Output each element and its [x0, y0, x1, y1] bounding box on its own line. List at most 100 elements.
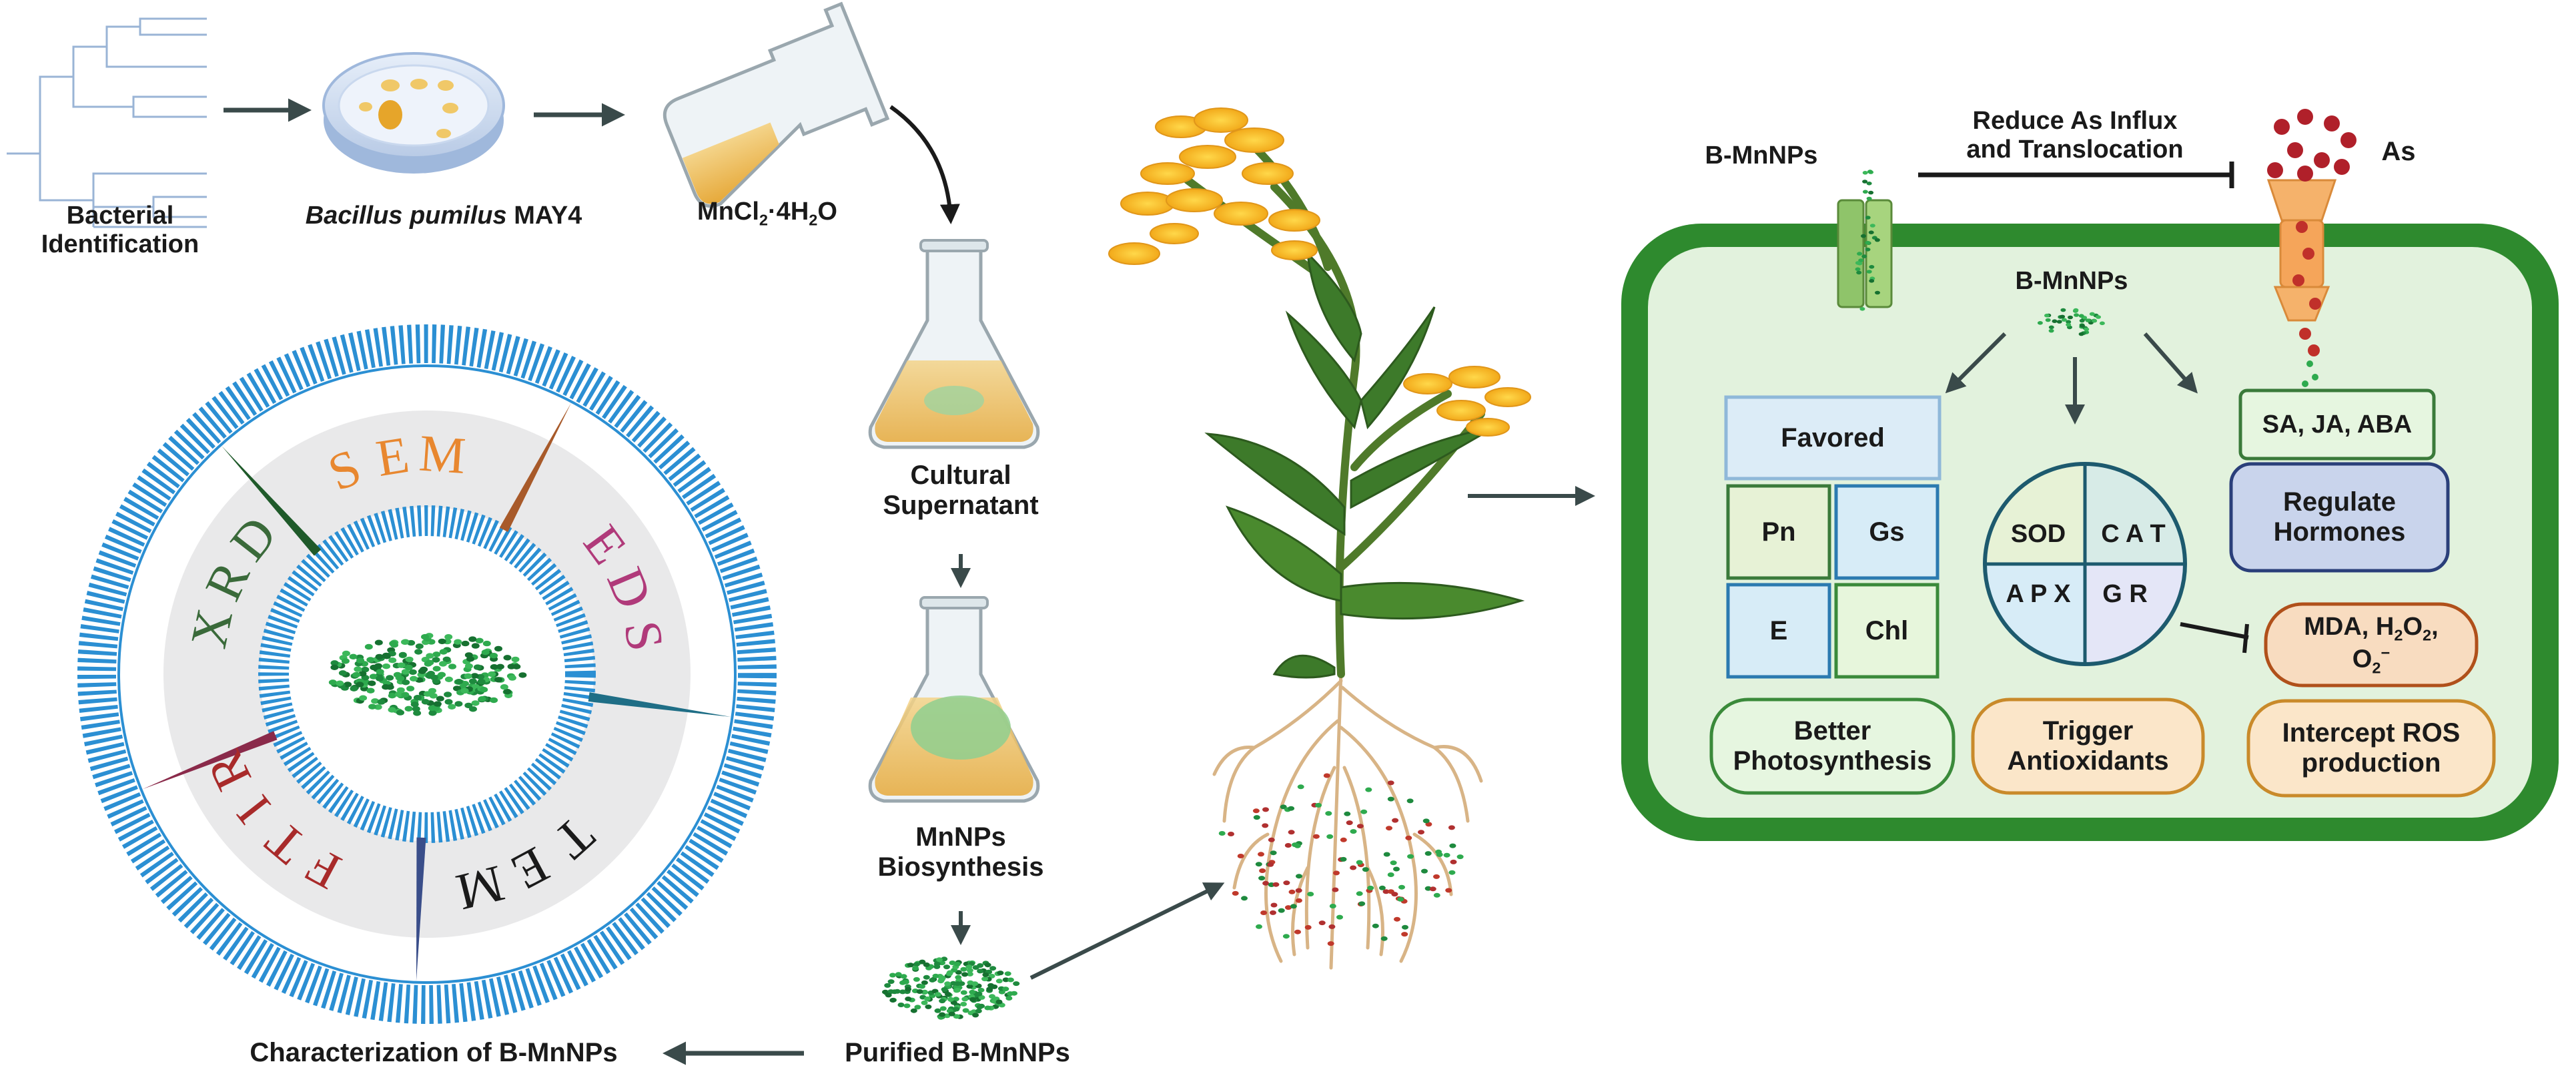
nanoparticle-dot [1252, 808, 1260, 814]
sod-label: SOD [2010, 519, 2066, 548]
nanoparticle-dot [953, 1014, 960, 1019]
nanoparticle-dot [410, 675, 418, 681]
nanoparticle-dot [960, 1001, 967, 1007]
nanoparticle-dot [912, 966, 919, 971]
nanoparticle-dot [494, 645, 502, 652]
nanoparticle-dot [448, 704, 456, 710]
nanoparticle-dot [376, 675, 384, 681]
ring-divider [222, 446, 322, 556]
nanoparticle-dot [933, 961, 941, 967]
nanoparticle-dot [448, 663, 456, 669]
arsenic-particle [2302, 248, 2314, 260]
nanoparticle-dot [1350, 865, 1357, 870]
nanoparticle-dot [910, 1008, 917, 1013]
nanoparticle-dot [1407, 854, 1414, 859]
nanoparticle-dot [1869, 265, 1875, 269]
nanoparticle-dot [1323, 773, 1330, 778]
nanoparticle-dot [2061, 318, 2067, 322]
nanoparticle-dot [1386, 826, 1392, 831]
nanoparticle-dot [490, 697, 498, 704]
nanoparticle-dot [389, 640, 398, 647]
nanoparticle-dot [885, 993, 892, 998]
nanoparticle-dot [428, 705, 436, 712]
nanoparticle-dot [939, 999, 946, 1004]
hormones-box [2238, 388, 2436, 461]
nanoparticle-dot [1398, 884, 1405, 890]
supernatant-flask-icon [868, 239, 1040, 449]
nanoparticle-dot [420, 666, 428, 673]
nanoparticle-dot [490, 653, 498, 659]
nanoparticle-dot [1304, 924, 1312, 930]
chl-label: Chl [1865, 615, 1909, 645]
nanoparticle-dot [995, 979, 1003, 984]
biosynthesis-flask-icon [868, 596, 1040, 803]
nanoparticle-dot [1858, 258, 1864, 262]
nanoparticle-dot [354, 666, 362, 672]
nanoparticle-dot [393, 671, 402, 678]
nanoparticle-dot [356, 681, 364, 688]
inhibition-line [2180, 622, 2249, 639]
ring-letter: M [417, 423, 467, 485]
inner-nanoparticles-icon [2037, 308, 2105, 336]
nanoparticle-dot [480, 687, 488, 693]
nanoparticle-dot [966, 968, 973, 973]
nanoparticle-dot [1402, 924, 1408, 930]
nanoparticle-dot [436, 696, 444, 702]
nanoparticle-dot [948, 1011, 955, 1017]
nanoparticle-dot [954, 988, 961, 993]
nanoparticle-dot [1267, 862, 1274, 867]
nanoparticle-dot [388, 693, 396, 699]
nanoparticle-dot [330, 664, 339, 670]
nanoparticle-dot [412, 706, 420, 712]
arsenic-particle [2274, 119, 2290, 135]
nanoparticle-dot [966, 984, 973, 989]
gs-label: Gs [1869, 517, 1905, 547]
nanoparticle-dot [1307, 892, 1314, 896]
nanoparticle-dot [907, 963, 914, 968]
nanoparticle-dot [2099, 321, 2105, 326]
nanoparticle-dot [371, 698, 380, 704]
nanoparticle-dot [366, 657, 375, 663]
flow-arrow [1029, 882, 1225, 980]
nanoparticle-dot [2089, 312, 2095, 316]
nanoparticle-dot [453, 686, 461, 692]
nanoparticle-dot [386, 684, 394, 690]
nanoparticle-dot [978, 995, 985, 1000]
nanoparticle-dot [1356, 891, 1363, 896]
nanoparticle-dot [1865, 216, 1871, 220]
nanoparticle-dot [401, 639, 409, 645]
nanoparticle-dot [1445, 888, 1452, 893]
nanoparticle-dot [388, 657, 397, 663]
nanoparticle-dot [919, 959, 926, 965]
nanoparticle-dot [464, 652, 473, 658]
nanoparticle-dot [934, 1008, 941, 1013]
nanoparticle-dot [464, 702, 473, 709]
nanoparticle-dot [488, 671, 496, 677]
apx-label: A P X [2006, 579, 2071, 608]
nanoparticle-dot [1362, 867, 1369, 872]
nanoparticle-dot [341, 658, 350, 664]
nanoparticle-dot [1327, 941, 1334, 946]
nanoparticle-dot [478, 696, 486, 702]
nanoparticle-dot [1007, 977, 1014, 983]
nanoparticle-dot [1866, 182, 1872, 186]
nanoparticle-dot [428, 710, 437, 716]
nanoparticle-dot [1382, 889, 1390, 894]
nanoparticle-dot [1421, 868, 1428, 874]
arsenic-particle [2340, 132, 2356, 148]
nanoparticle-dot [935, 957, 943, 963]
nanoparticle-dot [1290, 904, 1297, 909]
nanoparticle-dot [981, 977, 989, 982]
nanoparticle-dot [887, 979, 895, 985]
nanoparticle-dot [438, 638, 446, 645]
nanoparticle-dot [1433, 892, 1440, 898]
nanoparticle-dot [439, 661, 447, 667]
nanoparticle-dot [962, 1008, 969, 1013]
nanoparticle-dot [1288, 830, 1295, 835]
nanoparticle-dot [939, 1006, 947, 1011]
pn-label: Pn [1761, 517, 1796, 547]
nanoparticle-dot [972, 965, 979, 970]
nanoparticle-dot [939, 1012, 946, 1017]
